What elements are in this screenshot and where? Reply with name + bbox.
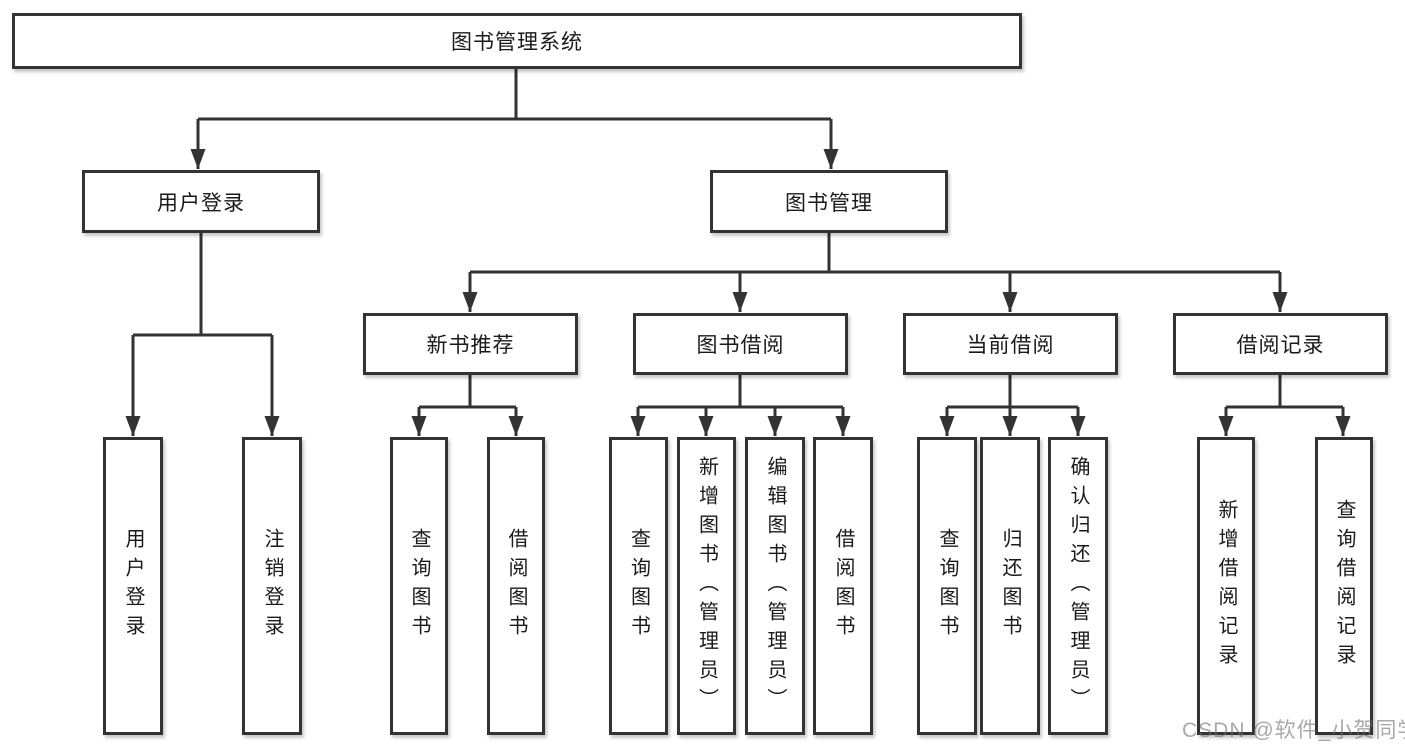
node-borrow-books-recommend: 借阅图书 bbox=[487, 437, 545, 735]
node-label: 确认归还（管理员） bbox=[1067, 455, 1089, 717]
node-label: 注销登录 bbox=[261, 528, 283, 644]
node-label: 新增图书（管理员） bbox=[695, 455, 718, 717]
node-borrow-records: 借阅记录 bbox=[1173, 313, 1388, 375]
node-label: 用户登录 bbox=[157, 191, 245, 215]
node-label: 借阅图书 bbox=[832, 528, 854, 644]
node-label: 查询图书 bbox=[936, 528, 958, 644]
connector-segments bbox=[133, 68, 1343, 409]
node-label: 新增借阅记录 bbox=[1215, 499, 1237, 673]
node-user-login: 用户登录 bbox=[103, 437, 163, 735]
node-label: 借阅记录 bbox=[1236, 334, 1325, 357]
node-add-book-admin: 新增图书（管理员） bbox=[677, 437, 736, 735]
node-user-login-group: 用户登录 bbox=[82, 170, 320, 233]
node-return-books: 归还图书 bbox=[980, 437, 1040, 735]
node-label: 借阅图书 bbox=[505, 528, 527, 644]
node-label: 查询借阅记录 bbox=[1333, 499, 1355, 673]
node-book-borrowing: 图书借阅 bbox=[633, 313, 848, 375]
node-label: 图书管理 bbox=[785, 191, 873, 215]
node-label: 查询图书 bbox=[627, 528, 650, 644]
watermark: CSDN @软件_小贺同学 bbox=[1182, 719, 1405, 742]
node-label: 图书借阅 bbox=[696, 334, 785, 357]
node-new-book-recommend: 新书推荐 bbox=[363, 313, 578, 375]
node-label: 归还图书 bbox=[999, 528, 1021, 644]
node-query-borrow-record: 查询借阅记录 bbox=[1315, 437, 1373, 735]
node-query-books-recommend: 查询图书 bbox=[390, 437, 448, 735]
node-label: 当前借阅 bbox=[966, 334, 1055, 357]
node-current-borrowing: 当前借阅 bbox=[903, 313, 1118, 375]
node-logout: 注销登录 bbox=[242, 437, 302, 735]
node-edit-book-admin: 编辑图书（管理员） bbox=[745, 437, 805, 735]
node-label: 查询图书 bbox=[408, 528, 430, 644]
node-label: 新书推荐 bbox=[426, 334, 515, 357]
node-library-system: 图书管理系统 bbox=[12, 13, 1022, 69]
node-add-borrow-record: 新增借阅记录 bbox=[1197, 437, 1255, 735]
node-borrow-books-borrowing: 借阅图书 bbox=[813, 437, 873, 735]
node-query-books-borrowing: 查询图书 bbox=[609, 437, 668, 735]
node-query-books-current: 查询图书 bbox=[917, 437, 977, 735]
node-confirm-return-admin: 确认归还（管理员） bbox=[1048, 437, 1108, 735]
node-label: 用户登录 bbox=[122, 528, 144, 644]
node-label: 图书管理系统 bbox=[451, 31, 583, 54]
node-book-management: 图书管理 bbox=[710, 170, 948, 233]
node-label: 编辑图书（管理员） bbox=[764, 455, 786, 717]
